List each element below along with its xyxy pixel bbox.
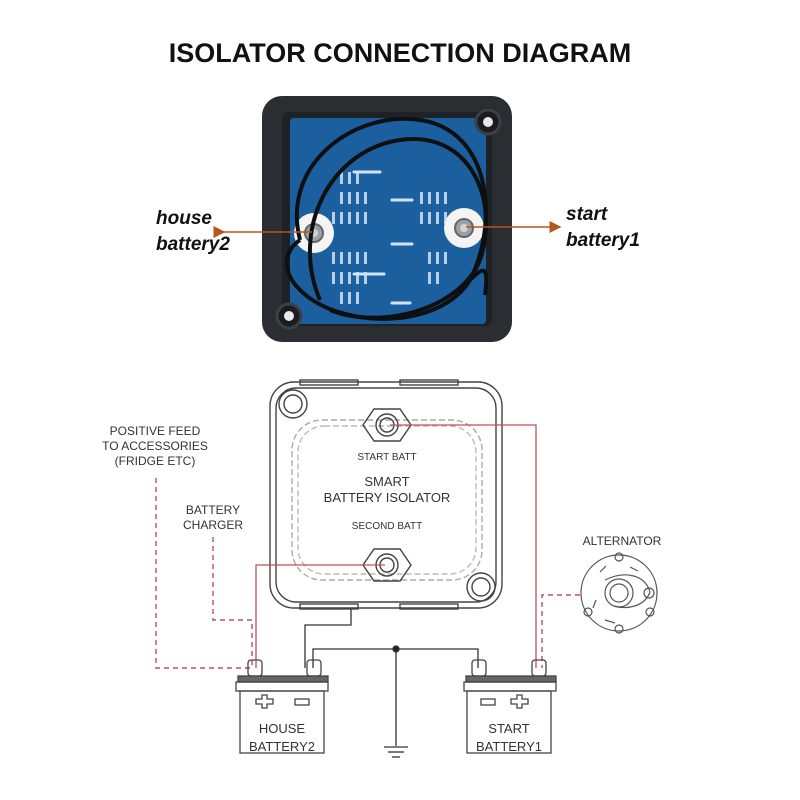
- isolator-ground-wire: [304, 609, 352, 668]
- label-line: BATTERY: [185, 503, 241, 517]
- start-battery-label: START BATTERY1: [467, 720, 551, 756]
- positive-feed-label: POSITIVE FEED TO ACCESSORIES (FRIDGE ETC…: [95, 424, 215, 469]
- label-line: START: [488, 721, 530, 736]
- battery-charger-label: BATTERY CHARGER: [173, 503, 253, 533]
- label-line: BATTERY2: [249, 739, 315, 754]
- start-battery-positive-wire: [390, 424, 537, 668]
- accessory-feed-wire: [155, 478, 250, 669]
- label-line: BATTERY1: [476, 739, 542, 754]
- plus-symbol: [255, 694, 274, 709]
- label-line: HOUSE: [258, 721, 306, 736]
- second-batt-label: SECOND BATT: [351, 521, 423, 532]
- isolator-drawing: [269, 379, 503, 610]
- house-battery-drawing: [235, 659, 329, 754]
- minus-symbol: [480, 698, 496, 706]
- isolator-name-line1: SMART: [364, 474, 410, 489]
- label-line: CHARGER: [182, 518, 243, 532]
- label-line: battery2: [156, 234, 230, 255]
- label-line: house: [156, 208, 212, 229]
- charger-wire: [212, 537, 253, 668]
- alternator-label: ALTERNATOR: [582, 534, 662, 548]
- alternator-wire: [541, 594, 580, 668]
- house-battery-photo-label: house battery2: [156, 206, 230, 258]
- start-battery-stud: [444, 208, 484, 248]
- minus-symbol: [294, 698, 310, 706]
- start-battery-drawing: [463, 659, 557, 754]
- label-line: TO ACCESSORIES: [102, 439, 208, 453]
- junction-dot: [392, 645, 400, 653]
- label-line: (FRIDGE ETC): [114, 454, 196, 468]
- ground-icon: [384, 746, 408, 758]
- start-batt-label: START BATT: [357, 452, 417, 463]
- isolator-housing: [262, 96, 512, 342]
- house-battery-label: HOUSE BATTERY2: [240, 720, 324, 756]
- label-line: battery1: [566, 230, 640, 251]
- plus-symbol: [510, 694, 529, 709]
- corner-bolt: [466, 572, 496, 602]
- start-battery-photo-label: start battery1: [566, 202, 640, 254]
- house-battery-positive-wire: [255, 564, 385, 668]
- corner-bolt: [278, 389, 308, 419]
- isolator-name-line2: BATTERY ISOLATOR: [323, 490, 451, 505]
- diagram-title: ISOLATOR CONNECTION DIAGRAM: [168, 38, 632, 68]
- label-line: POSITIVE FEED: [109, 424, 201, 438]
- label-line: start: [566, 204, 608, 225]
- alternator-icon: [580, 552, 658, 634]
